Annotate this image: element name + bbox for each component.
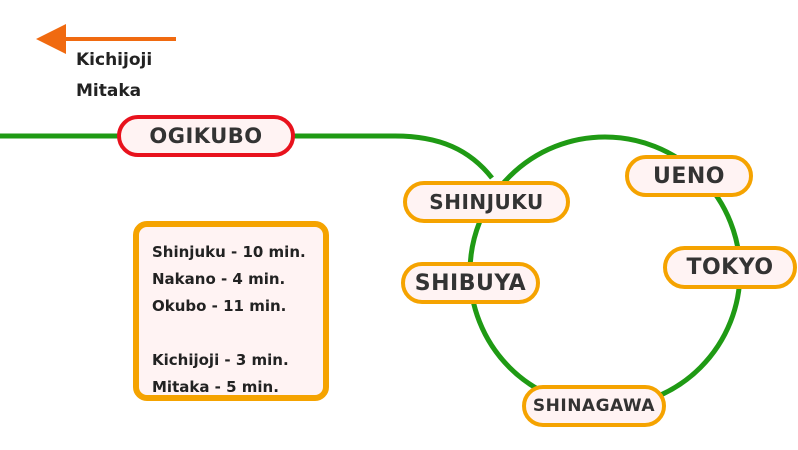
travel-time-mitaka: Mitaka - 5 min. bbox=[152, 378, 279, 396]
west-arrow-icon bbox=[36, 24, 176, 54]
travel-time-nakano: Nakano - 4 min. bbox=[152, 270, 286, 288]
travel-time-kichijoji: Kichijoji - 3 min. bbox=[152, 351, 289, 369]
station-tokyo[interactable]: TOKYO bbox=[663, 246, 797, 289]
station-ueno[interactable]: UENO bbox=[625, 155, 753, 197]
travel-time-okubo: Okubo - 11 min. bbox=[152, 297, 287, 315]
direction-destination-mitaka: Mitaka bbox=[76, 81, 142, 101]
station-shibuya[interactable]: SHIBUYA bbox=[401, 262, 540, 304]
travel-time-spacer bbox=[152, 320, 323, 347]
chuo-line bbox=[0, 133, 494, 180]
station-ogikubo[interactable]: OGIKUBO bbox=[117, 115, 295, 157]
travel-time-shinjuku: Shinjuku - 10 min. bbox=[152, 243, 306, 261]
direction-destination-kichijoji: Kichijoji bbox=[76, 50, 153, 70]
station-shinagawa[interactable]: SHINAGAWA bbox=[522, 385, 666, 427]
travel-times-box: Shinjuku - 10 min. Nakano - 4 min. Okubo… bbox=[133, 221, 329, 401]
station-shinjuku[interactable]: SHINJUKU bbox=[403, 181, 570, 223]
